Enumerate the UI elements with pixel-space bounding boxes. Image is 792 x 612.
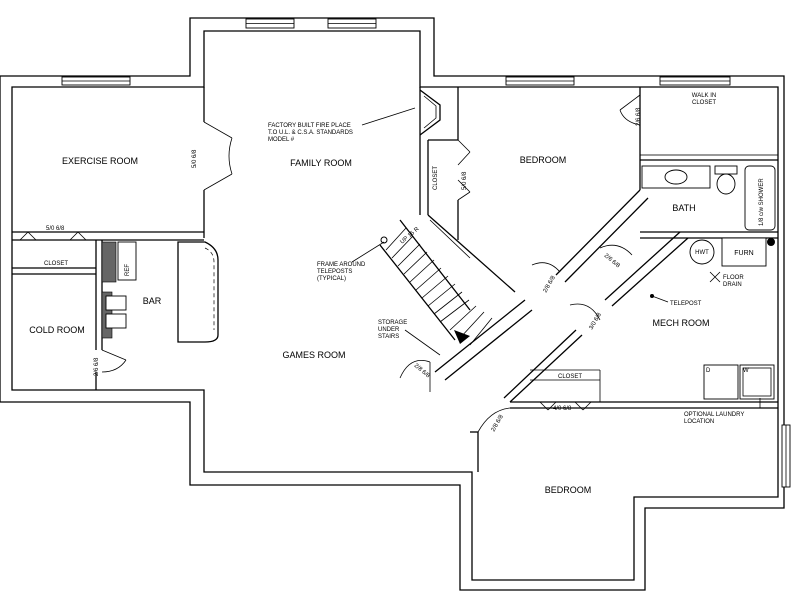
label-bath: BATH: [672, 203, 695, 213]
note-closet-left: CLOSET: [44, 261, 68, 267]
mech-fixtures: [650, 237, 775, 400]
note-ref: REF: [125, 264, 131, 276]
door-label-closet-left: 5/0 6/8: [46, 226, 65, 232]
note-laundry-2: LOCATION: [684, 419, 714, 425]
note-shower: 1/8 c/w SHOWER: [759, 178, 765, 226]
label-bar: BAR: [143, 296, 162, 306]
note-telepost: TELEPOST: [670, 301, 702, 307]
leader-lines: [351, 107, 761, 408]
telepost-marker: [380, 236, 388, 244]
note-washer: W: [743, 368, 749, 374]
note-laundry-1: OPTIONAL LAUNDRY: [684, 412, 744, 418]
note-closet-stair: CLOSET: [433, 166, 439, 190]
note-hwt: HWT: [695, 250, 709, 256]
note-fireplace-3: MODEL #: [268, 137, 295, 143]
door-label-mech: 3/0 6/8: [589, 312, 604, 331]
bath-fixtures: [641, 165, 776, 231]
note-walkin-2: CLOSET: [692, 100, 716, 106]
bar-counter: [101, 241, 219, 343]
door-label-cold: 2/6 6/8: [94, 357, 100, 376]
note-storage-1: STORAGE: [378, 320, 407, 326]
door-label-walkin: 2/6 6/8: [636, 107, 642, 126]
note-storage-2: UNDER: [378, 327, 400, 333]
door-label-bath: 2/6 6/8: [603, 253, 621, 270]
label-family-room: FAMILY ROOM: [290, 158, 352, 168]
note-fireplace-1: FACTORY BUILT FIRE PLACE: [268, 123, 351, 129]
note-fireplace-2: T.O U.L. & C.S.A. STANDARDS: [268, 130, 353, 136]
door-label-bedroom-bottom: 2/8 6/8: [491, 414, 506, 433]
exterior-wall-inner: [11, 30, 779, 581]
label-mech-room: MECH ROOM: [653, 318, 710, 328]
label-bedroom-top: BEDROOM: [520, 155, 567, 165]
walk-in-closet: [639, 86, 779, 156]
note-frame-1: FRAME AROUND: [317, 262, 366, 268]
exterior-wall-outer: [0, 17, 785, 591]
note-storage-3: STAIRS: [378, 334, 399, 340]
note-frame-3: (TYPICAL): [317, 276, 346, 282]
note-floor-drain-1: FLOOR: [723, 275, 744, 281]
label-games-room: GAMES ROOM: [282, 350, 345, 360]
note-walkin-1: WALK IN: [692, 93, 716, 99]
fireplace: [419, 89, 441, 136]
windows: [61, 18, 791, 488]
note-closet-bottom: CLOSET: [558, 374, 582, 380]
door-label-closet-bottom: 4/0 6/8: [553, 406, 572, 412]
note-frame-2: TELEPOSTS: [317, 269, 352, 275]
label-cold-room: COLD ROOM: [29, 325, 85, 335]
note-floor-drain-2: DRAIN: [723, 282, 742, 288]
doors: [19, 94, 641, 433]
door-label-family: 5/0 6/8: [192, 149, 198, 168]
door-label-stairs: 2/8 6/8: [413, 363, 431, 380]
door-label-stair-closet: 5/0 6/8: [462, 171, 468, 190]
note-furn: FURN: [734, 250, 753, 257]
note-dryer: D: [706, 368, 711, 374]
stair-treads: [385, 219, 493, 346]
label-bedroom-bottom: BEDROOM: [545, 485, 592, 495]
door-label-bedroom-top: 2/8 6/8: [543, 275, 558, 294]
label-exercise-room: EXERCISE ROOM: [62, 156, 138, 166]
